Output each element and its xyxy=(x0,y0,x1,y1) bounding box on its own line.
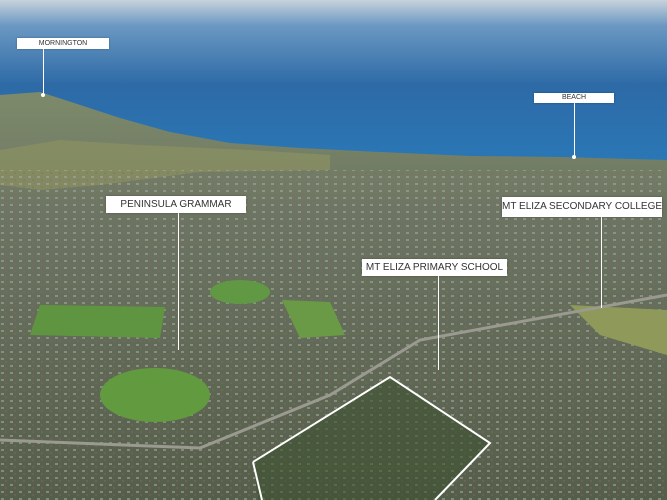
label-mt-eliza-primary-school: MT ELIZA PRIMARY SCHOOL xyxy=(362,259,507,276)
primary-school-leader xyxy=(438,276,439,370)
label-mt-eliza-secondary-college: MT ELIZA SECONDARY COLLEGE xyxy=(502,197,662,217)
site-boundary xyxy=(252,375,492,500)
label-peninsula-grammar: PENINSULA GRAMMAR xyxy=(106,196,246,213)
mornington-marker xyxy=(41,93,45,97)
sports-field xyxy=(30,305,165,338)
field xyxy=(570,305,667,355)
site-woodland xyxy=(253,377,490,500)
label-beach: BEACH xyxy=(534,93,614,103)
road xyxy=(0,293,667,450)
mornington-leader xyxy=(43,49,44,95)
oval xyxy=(210,280,270,304)
beach-marker xyxy=(572,155,576,159)
label-mornington: MORNINGTON xyxy=(17,38,109,49)
peninsula-grammar-leader xyxy=(178,213,179,350)
oval xyxy=(100,368,210,422)
beach-leader xyxy=(574,103,575,157)
secondary-college-leader xyxy=(601,217,602,308)
field xyxy=(282,300,345,338)
